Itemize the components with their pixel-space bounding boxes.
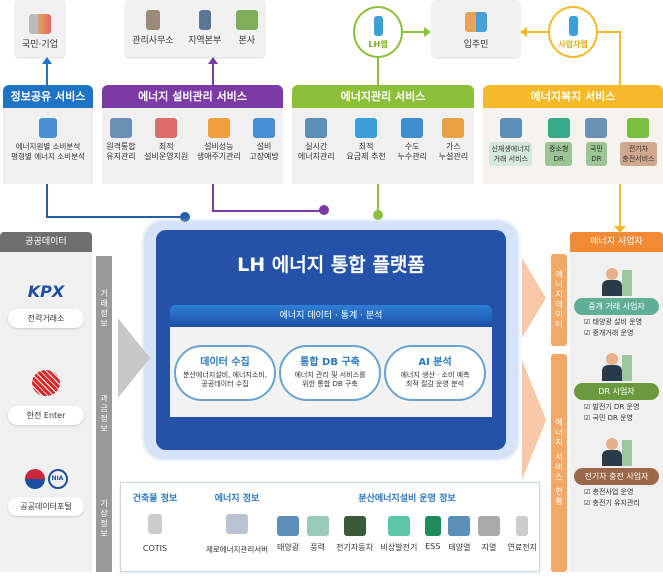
nia-logo: NIA	[0, 469, 92, 489]
phone-icon	[373, 16, 383, 36]
generator-icon	[387, 516, 410, 536]
arrow-right-icon	[522, 258, 546, 338]
growth-chart-icon	[207, 118, 230, 138]
monitor-icon	[109, 118, 132, 138]
geothermal-icon	[478, 516, 500, 536]
lh-app: LH앱	[353, 6, 403, 58]
people-icon	[29, 14, 51, 34]
service-energy: 실시간 에너지관리 최적 요금제 추천 수도 누수관리 가스 누설관리	[292, 108, 474, 184]
kepco-logo	[32, 370, 60, 396]
biz-side-data: 에너지데이터	[551, 254, 567, 346]
service-welfare: 신재생에너지 거래 서비스 중소형 DR 국민 DR 전기차 충전서비스	[483, 108, 663, 184]
service-header-energy: 에너지관리 서비스	[292, 85, 474, 108]
service-facility: 원격통합 유지관리 최적 설비운영지원 설비성능 생애주기관리 설비 고장예방	[102, 108, 283, 184]
computer-icon	[226, 514, 248, 534]
staff-box: 관리사무소 지역본부 본사	[125, 0, 265, 57]
ev-charger-icon	[627, 118, 650, 138]
service-header-facility: 에너지 설비관리 서비스	[102, 85, 283, 108]
generator-icon	[547, 118, 570, 138]
service-info: 에너지원별 소비분석 평형별 에너지 소비분석	[3, 108, 93, 184]
tower-icon	[198, 10, 211, 30]
public-data-body: KPX 전력거래소 한전 Enter NIA 공공데이터포털	[0, 252, 92, 572]
energy-biz-body: 중개 거래 사업자 ☑ 태양광 설비 운영 ☑ 중개거래 운영 DR 사업자 ☑…	[570, 252, 663, 572]
arrow-right-icon	[118, 318, 150, 398]
billing-icon	[355, 118, 378, 138]
dashboard-icon	[305, 118, 328, 138]
businessman-icon	[600, 351, 634, 381]
operator-brokerage: 중개 거래 사업자 ☑ 태양광 설비 운영 ☑ 중개거래 운영	[570, 266, 663, 339]
kpx-logo: KPX	[27, 282, 65, 301]
fuel-cell-icon	[516, 516, 529, 536]
energy-biz-header: 에너지 사업자	[570, 232, 663, 252]
service-header-welfare: 에너지복지 서비스	[483, 85, 663, 108]
office-icon	[145, 10, 160, 30]
flow-icon	[155, 118, 178, 138]
biz-app: 사업자앱	[548, 6, 598, 58]
gas-valve-icon	[442, 118, 465, 138]
public-data-header: 공공데이터	[0, 232, 92, 252]
arrow-right-icon	[522, 360, 546, 480]
service-header-info: 정보공유 서비스	[3, 85, 93, 108]
water-pipe-icon	[401, 118, 424, 138]
operator-dr: DR 사업자 ☑ 발전기 DR 운영 ☑ 국민 DR 운영	[570, 351, 663, 424]
phone-icon	[568, 16, 578, 36]
ev-icon	[343, 516, 366, 536]
platform-title: LH 에너지 통합 플랫폼	[237, 254, 425, 276]
server-icon	[148, 514, 162, 534]
residents-box: 입주민	[432, 0, 520, 57]
platform-bar: 에너지 데이터 · 통계 · 분석	[170, 305, 492, 327]
solar-thermal-icon	[448, 516, 471, 536]
biz-side-service: 에너지 서비스 현황	[551, 354, 567, 572]
businessman-icon	[600, 436, 634, 466]
solar-panel-icon	[499, 118, 522, 138]
database-icon	[39, 118, 57, 138]
solar-icon	[277, 516, 300, 536]
wind-icon	[306, 516, 329, 536]
ess-icon	[424, 516, 441, 536]
citizens-box: 국민·기업	[15, 0, 65, 57]
residents-icon	[465, 12, 487, 32]
house-icon	[585, 118, 608, 138]
hq-icon	[235, 10, 258, 30]
bottom-data-box: 건축물 정보 COTIS 에너지 정보 제로에너지관리서버 분산에너지설비 운영…	[120, 482, 540, 572]
businessman-icon	[600, 266, 634, 296]
operator-ev-charging: 전기차 충전 사업자 ☑ 충전사업 운영 ☑ 충전기 유지관리	[570, 436, 663, 509]
gears-icon	[253, 118, 276, 138]
